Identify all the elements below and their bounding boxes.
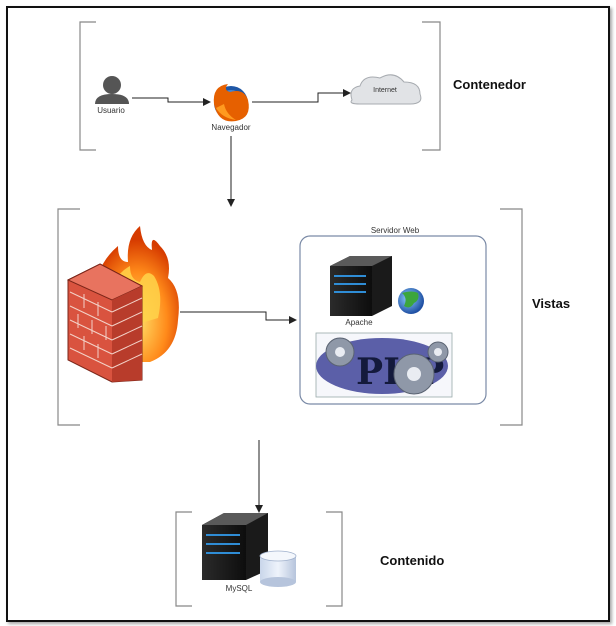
bracket-middle — [57, 208, 523, 426]
section-label-bottom: Contenido — [380, 553, 445, 568]
internet-label: Internet — [373, 87, 397, 94]
firefox-icon — [213, 84, 249, 122]
connector-user-browser — [132, 97, 211, 106]
bracket-top — [79, 21, 441, 151]
mysql-server-icon — [202, 513, 268, 580]
apache-label: Apache — [345, 318, 373, 327]
browser-label: Navegador — [211, 123, 251, 132]
user-label: Usuario — [97, 106, 125, 115]
mysql-label: MySQL — [225, 584, 253, 593]
firewall-icon — [66, 226, 179, 383]
connector-firewall-server — [180, 311, 297, 324]
section-label-middle: Vistas — [532, 296, 571, 311]
apache-server-icon — [330, 256, 392, 316]
section-label-top: Contenedor — [453, 77, 526, 92]
globe-icon — [398, 288, 424, 314]
user-icon — [95, 76, 129, 104]
connector-browser-internet — [252, 89, 351, 103]
web-server-title: Servidor Web — [370, 226, 420, 235]
php-gears-icon: PHP — [315, 332, 453, 398]
database-icon — [259, 550, 297, 587]
bracket-bottom — [175, 511, 343, 607]
cloud-icon — [350, 74, 422, 105]
